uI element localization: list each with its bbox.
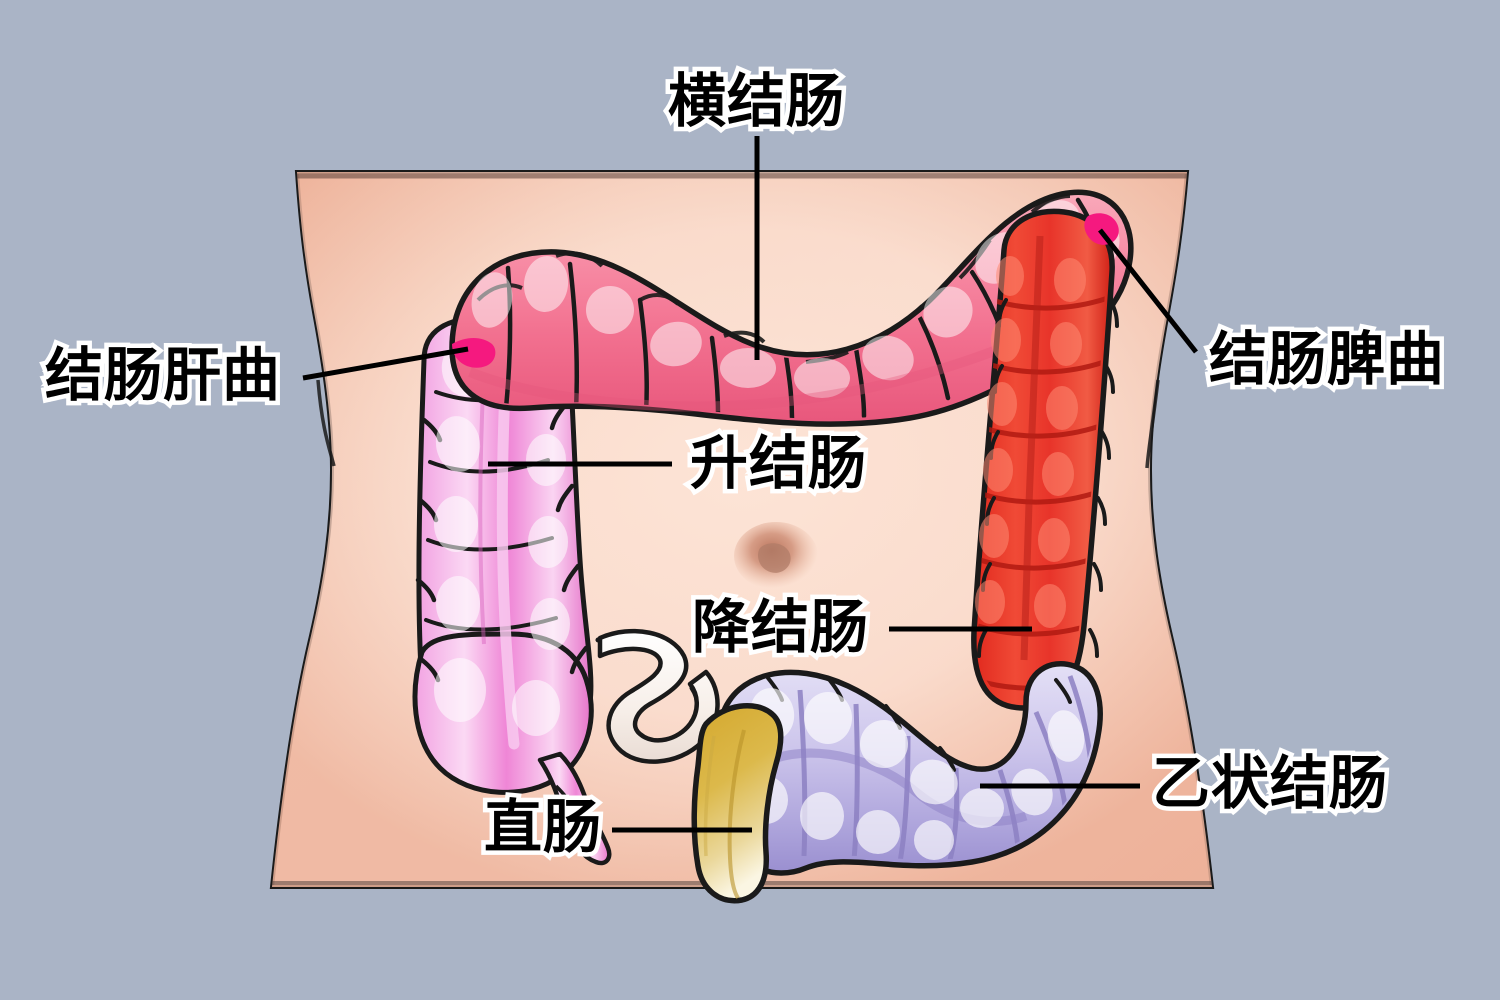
label-sigmoid-colon-text: 乙状结肠 xyxy=(1147,749,1391,817)
hepatic-flexure-accent xyxy=(452,338,496,368)
navel-icon xyxy=(734,522,818,590)
label-ascending-colon-text: 升结肠 xyxy=(685,429,870,497)
label-splenic-flexure: 结肠脾曲 xyxy=(1204,326,1448,393)
transverse-colon xyxy=(449,189,1134,427)
label-ascending-colon: 升结肠 xyxy=(685,430,870,497)
leader-splenic-flexure xyxy=(1098,228,1198,354)
rectum xyxy=(691,703,784,904)
descending-colon xyxy=(971,208,1119,711)
label-hepatic-flexure-text: 结肠肝曲 xyxy=(40,341,284,409)
label-sigmoid-colon: 乙状结肠 xyxy=(1147,750,1391,817)
appendix xyxy=(537,751,612,866)
label-transverse-colon-text: 横结肠 xyxy=(663,67,848,135)
label-descending-colon-text: 降结肠 xyxy=(687,593,872,661)
label-rectum-text: 直肠 xyxy=(479,793,605,861)
ileum xyxy=(595,628,720,764)
label-splenic-flexure-text: 结肠脾曲 xyxy=(1204,325,1448,393)
label-descending-colon: 降结肠 xyxy=(687,594,872,661)
leader-lines xyxy=(302,136,1198,833)
label-hepatic-flexure: 结肠肝曲 xyxy=(40,342,284,409)
leader-hepatic-flexure xyxy=(302,346,469,381)
label-transverse-colon: 横结肠 xyxy=(663,68,848,135)
label-rectum: 直肠 xyxy=(479,794,605,861)
